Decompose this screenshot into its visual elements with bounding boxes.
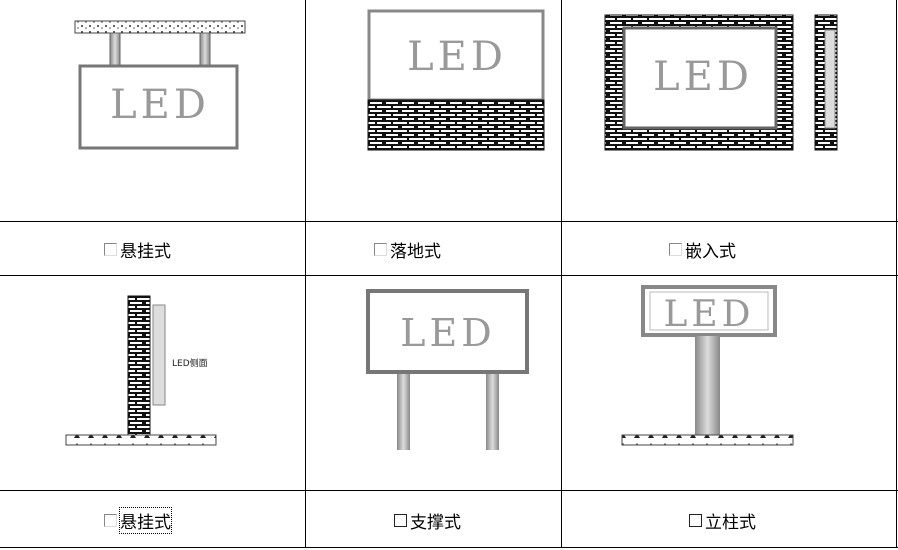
option-support[interactable]: 支撑式	[394, 508, 461, 533]
embedded-sign-illustration: LED	[604, 14, 838, 151]
option-label: 落地式	[390, 242, 441, 262]
svg-text:LED: LED	[653, 54, 753, 100]
support-sign-illustration: LED	[366, 289, 529, 450]
option-label: 悬挂式	[120, 242, 171, 262]
svg-text:LED: LED	[400, 311, 495, 355]
pillar-sign-illustration: LED	[621, 285, 794, 446]
svg-text:LED: LED	[663, 294, 754, 335]
checkbox[interactable]	[104, 243, 117, 256]
table-divider	[561, 0, 562, 548]
checkbox[interactable]	[669, 243, 682, 256]
option-label: 悬挂式	[119, 507, 172, 534]
table-divider	[0, 275, 898, 276]
svg-text:LED: LED	[407, 34, 507, 80]
checkbox[interactable]	[104, 514, 117, 527]
wall-side-sign-illustration: LED侧面	[65, 295, 217, 446]
floor-sign-illustration: LED	[367, 9, 545, 151]
option-embedded[interactable]: 嵌入式	[669, 237, 736, 262]
table-divider	[0, 490, 898, 491]
table-divider	[0, 221, 898, 222]
option-label: 立柱式	[705, 513, 756, 533]
hanging-sign-illustration: LED	[74, 20, 246, 150]
checkbox[interactable]	[689, 514, 702, 527]
option-label: 支撑式	[410, 513, 461, 533]
checkbox[interactable]	[394, 514, 407, 527]
option-floor[interactable]: 落地式	[374, 237, 441, 262]
checkbox[interactable]	[374, 243, 387, 256]
svg-text:LED侧面: LED侧面	[172, 357, 208, 369]
table-divider	[305, 0, 306, 548]
option-hanging[interactable]: 悬挂式	[104, 237, 171, 262]
option-pillar[interactable]: 立柱式	[689, 508, 756, 533]
option-wall-hanging[interactable]: 悬挂式	[104, 507, 172, 534]
svg-text:LED: LED	[110, 82, 210, 128]
table-border	[0, 547, 898, 548]
option-label: 嵌入式	[685, 242, 736, 262]
table-border	[896, 0, 897, 548]
